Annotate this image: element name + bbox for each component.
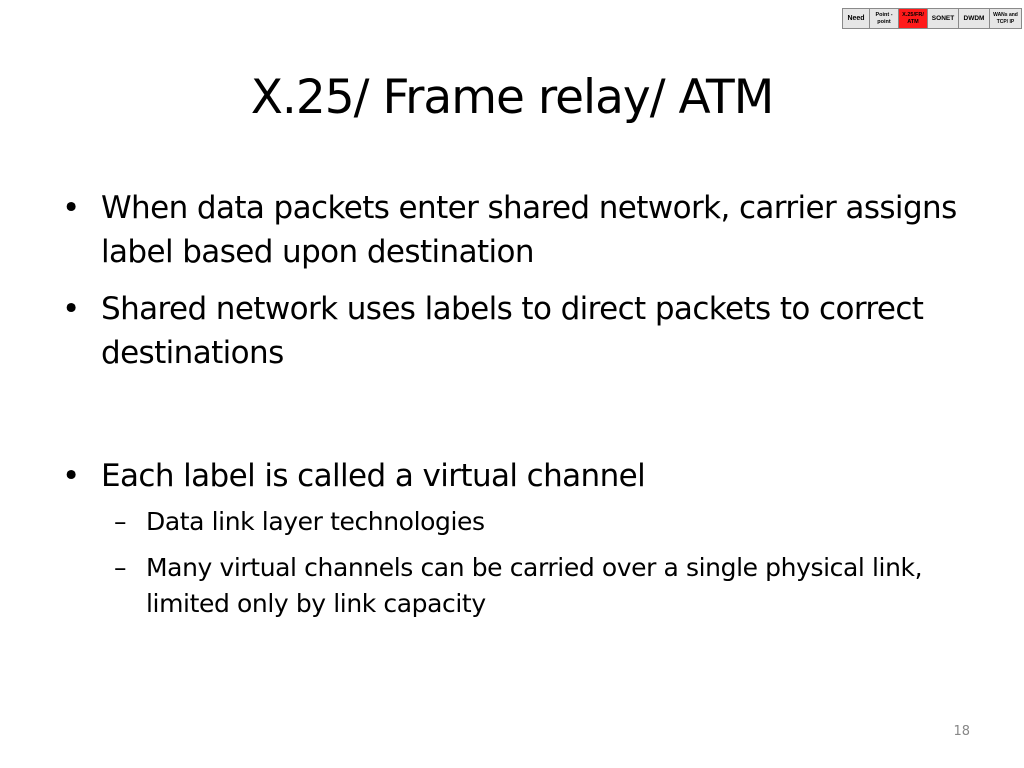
bullet-item: • Shared network uses labels to direct p… [62,287,972,375]
nav-dwdm[interactable]: DWDM [959,9,990,28]
sub-bullet-mark: – [114,553,127,582]
sub-bullet-mark: – [114,507,127,536]
bullet-item: • Each label is called a virtual channel [62,454,972,498]
slide-number: 18 [953,724,970,739]
bullet-text: Shared network uses labels to direct pac… [101,291,924,371]
bullet-mark: • [62,458,80,494]
sub-bullet-text: Data link layer technologies [146,507,485,536]
nav-need[interactable]: Need [843,9,870,28]
bullet-mark: • [62,190,80,226]
nav-sonet[interactable]: SONET [928,9,959,28]
nav-point-to-point[interactable]: Point - point [870,9,899,28]
topic-navigation-bar: Need Point - point X.25/FR/ ATM SONET DW… [842,8,1022,29]
sub-bullet-text: Many virtual channels can be carried ove… [146,553,923,618]
bullet-mark: • [62,291,80,327]
slide-title: X.25/ Frame relay/ ATM [250,70,775,125]
nav-x25-fr-atm[interactable]: X.25/FR/ ATM [899,9,928,28]
nav-wans-tcp-ip[interactable]: WANs and TCP/ IP [990,9,1021,28]
bullet-text: When data packets enter shared network, … [101,190,957,270]
bullet-text: Each label is called a virtual channel [101,458,646,494]
sub-bullet-item: – Many virtual channels can be carried o… [62,550,972,622]
sub-bullet-item: – Data link layer technologies [62,504,972,540]
slide-body: • When data packets enter shared network… [62,186,972,622]
bullet-item: • When data packets enter shared network… [62,186,972,274]
